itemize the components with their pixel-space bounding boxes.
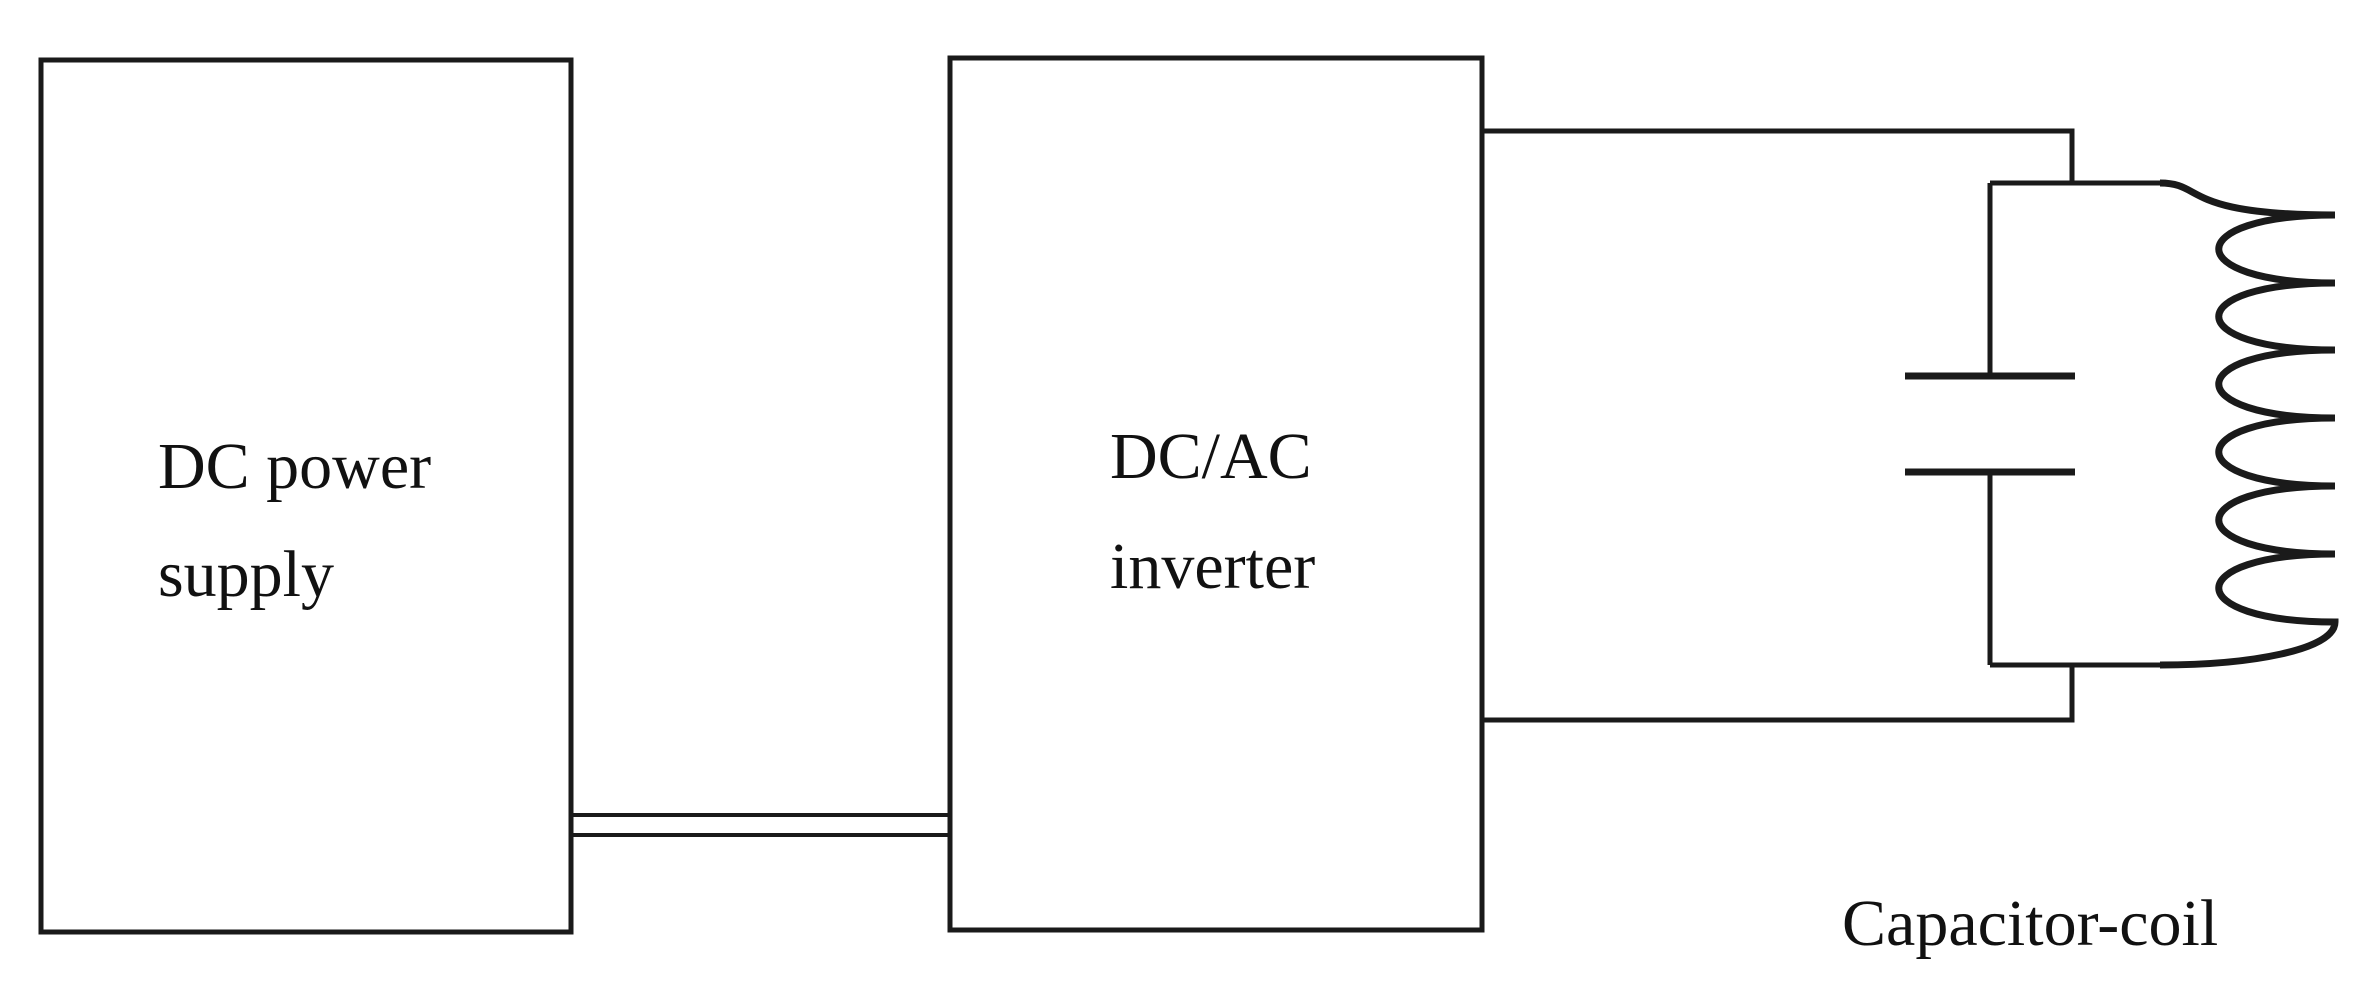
coil-winding	[2159, 179, 2339, 669]
ac-output-wire-bottom	[1482, 665, 2075, 723]
dc-power-supply-label-line2: supply	[158, 538, 334, 611]
dc-ac-inverter-box	[947, 55, 1485, 933]
dc-power-supply-box	[38, 57, 574, 935]
capacitor-coil-tank	[1905, 179, 2339, 669]
ac-output-wires	[1482, 128, 2075, 723]
capacitor-coil-label: Capacitor-coil	[1842, 887, 2218, 960]
dc-ac-inverter-label-line2: inverter	[1110, 530, 1315, 603]
dc-ac-inverter-block: DC/AC inverter	[947, 55, 1485, 933]
dc-power-supply-label-line1: DC power	[158, 430, 431, 503]
dc-power-supply-block: DC power supply	[38, 57, 574, 935]
dc-link-wires	[571, 813, 950, 837]
ac-output-wire-top	[1482, 128, 2075, 183]
dc-ac-inverter-label-line1: DC/AC	[1110, 420, 1312, 493]
